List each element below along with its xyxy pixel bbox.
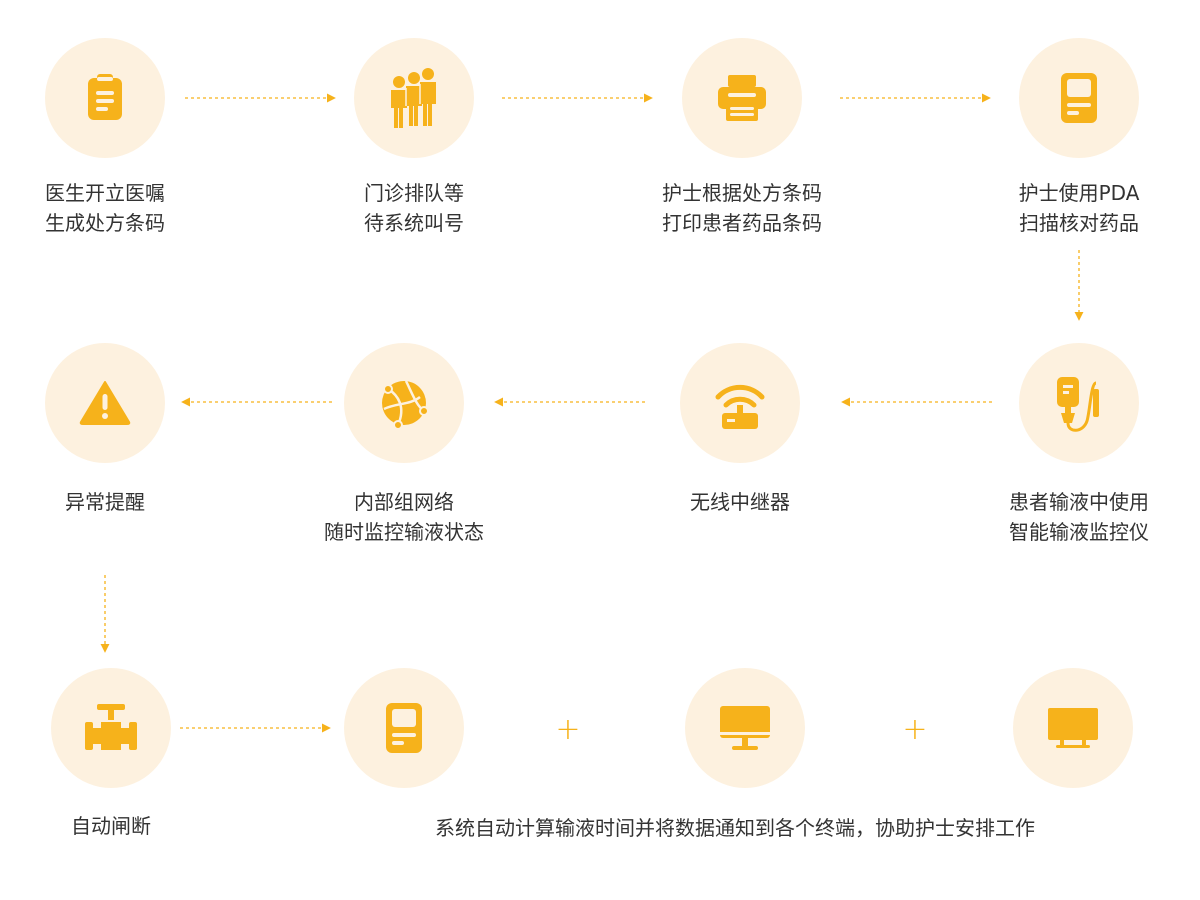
node-infusion-monitor [1019,343,1139,463]
infusion-bag-icon [1057,377,1099,432]
label-line: 异常提醒 [65,490,145,514]
clipboard-icon [88,74,122,120]
label-print-barcode: 护士根据处方条码 打印患者药品条码 [612,178,872,238]
label-infusion-monitor: 患者输液中使用 智能输液监控仪 [949,487,1200,547]
label-line: 随时监控输液状态 [324,520,484,544]
label-doctor-prescription: 医生开立医嘱 生成处方条码 [0,178,235,238]
tv-screen-icon [1048,708,1098,748]
queue-people-icon [391,68,436,128]
label-abnormal-alert: 异常提醒 [0,487,235,517]
node-internal-network [344,343,464,463]
wifi-router-icon [715,384,765,429]
plus-sign: + [902,712,928,747]
label-line: 护士使用PDA [1018,181,1140,205]
printer-icon [718,75,766,121]
label-line: 护士根据处方条码 [662,181,822,205]
terminal-tv [1013,668,1133,788]
label-line: 医生开立医嘱 [45,181,165,205]
terminal-desktop [685,668,805,788]
node-doctor-prescription [45,38,165,158]
node-abnormal-alert [45,343,165,463]
terminals-caption: 系统自动计算输液时间并将数据通知到各个终端，协助护士安排工作 [435,816,1035,840]
label-auto-shutoff: 自动闸断 [0,811,241,841]
label-wireless-relay: 无线中继器 [610,487,870,517]
node-auto-shutoff [51,668,171,788]
label-line: 内部组网络 [354,490,454,514]
node-queue-call [354,38,474,158]
label-line: 打印患者药品条码 [662,211,822,235]
label-line: 生成处方条码 [45,211,165,235]
plus-sign: + [555,712,581,747]
label-internal-network: 内部组网络 随时监控输液状态 [274,487,534,547]
label-line: 自动闸断 [71,814,151,838]
valve-icon [85,704,137,750]
pda-device-icon [386,703,422,753]
node-print-barcode [682,38,802,158]
terminal-pda [344,668,464,788]
node-pda-scan [1019,38,1139,158]
label-line: 扫描核对药品 [1019,211,1139,235]
label-line: 无线中继器 [690,490,790,514]
label-line: 待系统叫号 [364,211,464,235]
node-wireless-relay [680,343,800,463]
label-line: 患者输液中使用 [1009,490,1149,514]
pda-device-icon [1061,73,1097,123]
desktop-monitor-icon [720,706,770,750]
label-pda-scan: 护士使用PDA 扫描核对药品 [949,178,1200,238]
label-queue-call: 门诊排队等 待系统叫号 [284,178,544,238]
network-globe-icon [382,380,429,430]
label-line: 门诊排队等 [364,181,464,205]
label-line: 智能输液监控仪 [1009,520,1149,544]
warning-icon [79,381,131,425]
